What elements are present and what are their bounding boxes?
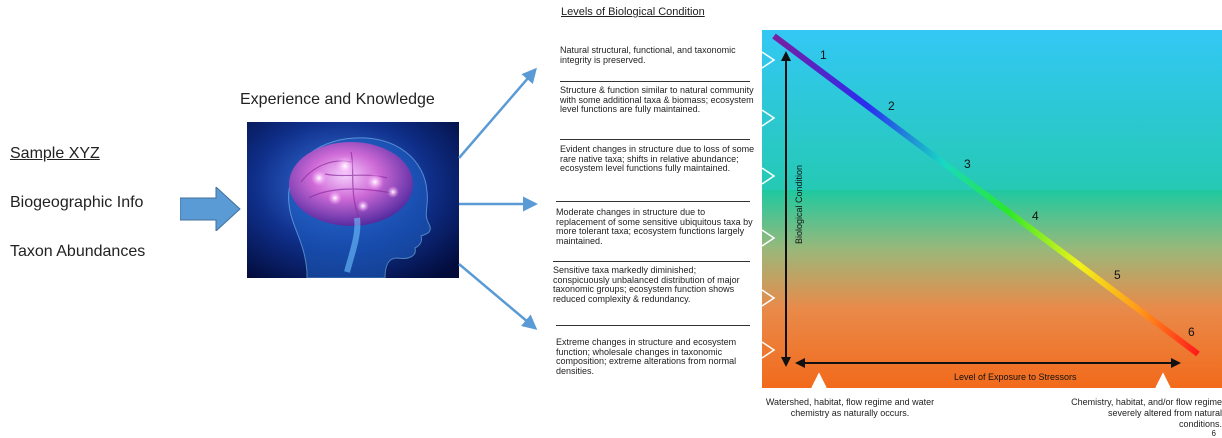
level-chevrons <box>762 51 776 359</box>
level-divider <box>560 139 750 140</box>
left-caret <box>811 372 827 389</box>
level-divider <box>556 201 750 202</box>
tier-3-label: 3 <box>964 157 971 171</box>
y-axis-label: Biological Condition <box>794 165 804 244</box>
x-axis-label: Level of Exposure to Stressors <box>954 372 1077 382</box>
biogeographic-info-label: Biogeographic Info <box>10 194 144 211</box>
tier-5-label: 5 <box>1114 268 1121 282</box>
level-6-text: Extreme changes in structure and ecosyst… <box>556 337 737 376</box>
biological-condition-gradient: 1 2 3 4 5 6 Biological Condition Level o… <box>762 30 1222 438</box>
tier-6-label: 6 <box>1188 325 1195 339</box>
level-5-text: Sensitive taxa markedly diminished; cons… <box>553 265 740 304</box>
level-2-text: Structure & function similar to natural … <box>560 85 754 114</box>
page-number: 6 <box>1211 429 1216 438</box>
level-divider <box>556 325 750 326</box>
taxon-abundances-label: Taxon Abundances <box>10 243 146 260</box>
level-1-text: Natural structural, functional, and taxo… <box>560 45 736 65</box>
level-divider <box>560 81 750 82</box>
natural-conditions-note: Watershed, habitat, flow regime and wate… <box>765 397 935 418</box>
sample-label: Sample XYZ <box>10 145 100 162</box>
tier-2-label: 2 <box>888 99 895 113</box>
level-3-text: Evident changes in structure due to loss… <box>560 144 755 173</box>
levels-title: Levels of Biological Condition <box>561 6 705 18</box>
fan-arrows <box>458 67 538 330</box>
right-caret <box>1155 372 1171 389</box>
brain-image <box>247 122 459 278</box>
condition-line <box>772 33 1200 357</box>
experience-title: Experience and Knowledge <box>240 91 435 108</box>
level-4-text: Moderate changes in structure due to rep… <box>556 207 753 246</box>
level-divider <box>553 261 750 262</box>
altered-conditions-note: Chemistry, habitat, and/or flow regime s… <box>1071 397 1222 429</box>
tier-4-label: 4 <box>1032 209 1039 223</box>
tier-1-label: 1 <box>820 48 827 62</box>
input-arrow <box>180 187 241 231</box>
